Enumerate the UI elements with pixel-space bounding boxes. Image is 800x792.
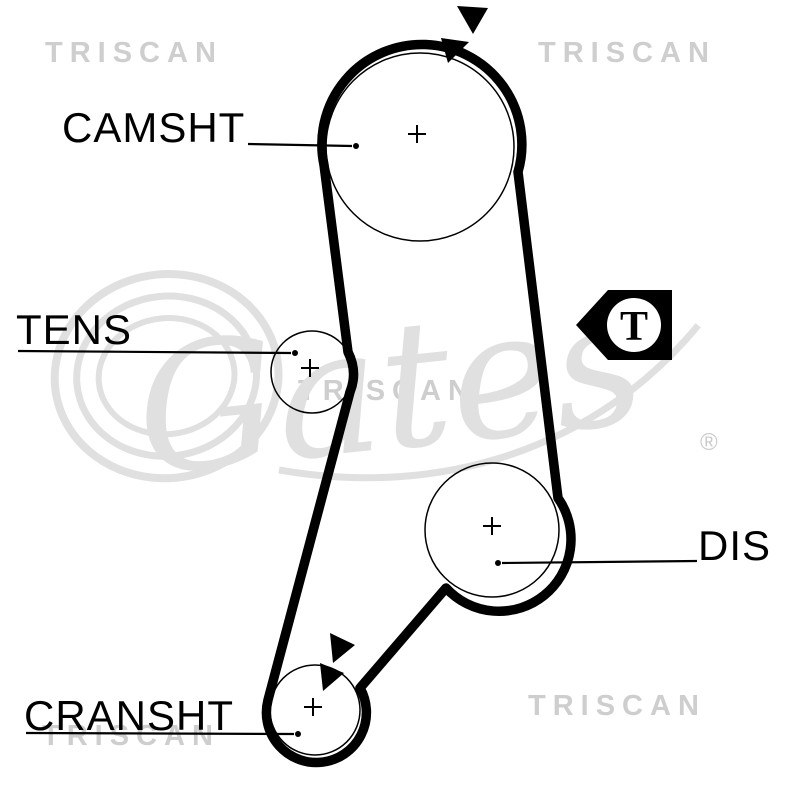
t-marker-label: T bbox=[620, 304, 648, 350]
distributor-label: DIS bbox=[698, 522, 771, 569]
gates-logo-ring-outer bbox=[50, 270, 283, 483]
gates-logo-ring-middle bbox=[73, 292, 260, 460]
camshaft-arrow-icon-1 bbox=[457, 6, 488, 34]
camshaft-center-cross-icon bbox=[408, 125, 426, 143]
crankshaft-leader-dot bbox=[295, 731, 301, 737]
tensioner-pulley-circle bbox=[270, 330, 354, 414]
distributor-leader-dot bbox=[495, 560, 501, 566]
watermark-triscan-middle: TRISCAN bbox=[298, 375, 476, 407]
crankshaft-leader-line bbox=[25, 731, 295, 736]
tensioner-label: TENS bbox=[16, 306, 132, 353]
camshaft-timing-arrows bbox=[441, 6, 488, 63]
camshaft-leader-line bbox=[247, 142, 353, 148]
watermark-triscan-bottom-left: TRISCAN bbox=[42, 720, 220, 752]
leader-dots bbox=[292, 143, 501, 737]
camshaft-pulley-circle bbox=[325, 52, 515, 242]
registered-trademark-symbol: ® bbox=[700, 429, 718, 456]
leader-lines bbox=[17, 142, 698, 736]
crankshaft-pulley-circle bbox=[269, 664, 361, 756]
watermark-triscan-top-left: TRISCAN bbox=[45, 37, 223, 69]
crankshaft-timing-arrows bbox=[320, 633, 355, 691]
tensioner-leader-line bbox=[17, 349, 292, 355]
t-marker: T bbox=[576, 290, 672, 360]
belt-and-pulleys bbox=[261, 39, 576, 768]
watermark-triscan-bottom-right: TRISCAN bbox=[528, 690, 706, 722]
crankshaft-arrow-icon-2 bbox=[320, 663, 344, 691]
camshaft-leader-dot bbox=[353, 143, 359, 149]
camshaft-label: CAMSHT bbox=[62, 104, 245, 151]
crankshaft-arrow-icon-1 bbox=[330, 633, 355, 663]
crankshaft-label: CRANSHT bbox=[24, 692, 234, 739]
timing-belt-path bbox=[261, 39, 576, 768]
watermark-triscan-top-right: TRISCAN bbox=[538, 37, 716, 69]
camshaft-arrow-icon-2 bbox=[441, 38, 469, 63]
tensioner-center-cross-icon bbox=[301, 359, 319, 377]
t-marker-circle bbox=[607, 298, 661, 352]
tensioner-leader-dot bbox=[292, 350, 298, 356]
gates-logo-ring-inner bbox=[95, 315, 238, 438]
distributor-pulley-circle bbox=[424, 462, 560, 598]
distributor-leader-line bbox=[501, 559, 698, 565]
distributor-center-cross-icon bbox=[483, 517, 501, 535]
crankshaft-center-cross-icon bbox=[304, 698, 322, 716]
gates-logo-watermark: Gates bbox=[50, 261, 701, 516]
gates-logo-swash bbox=[278, 323, 701, 482]
